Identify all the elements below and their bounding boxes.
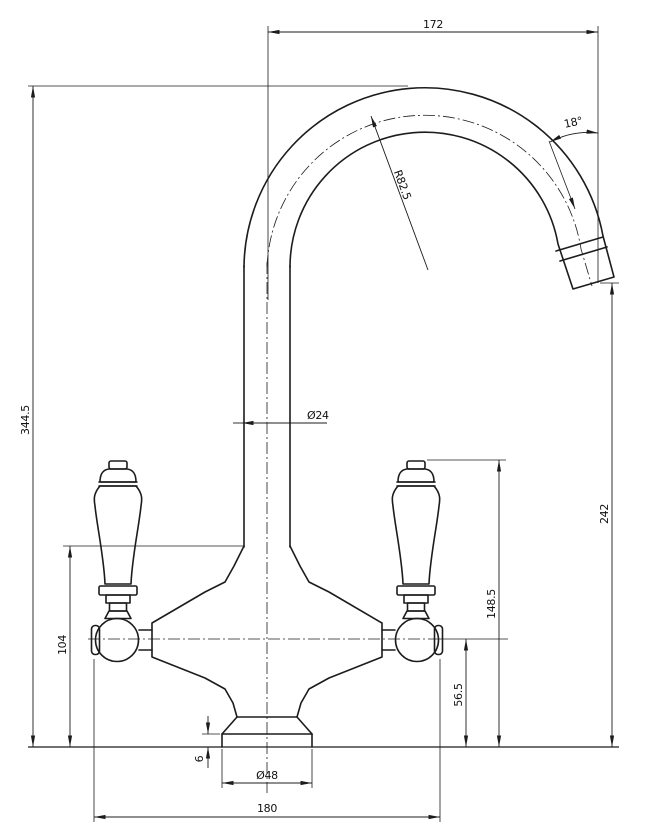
base-outline [221,716,313,748]
dim-bend-radius-label: R82.5 [391,168,414,202]
dim-outlet-height-label: 242 [598,504,611,524]
faucet-outline [28,87,619,748]
spout-gooseneck-outline [243,87,615,290]
handle-stem-flare [104,610,132,620]
dim-handle-top-height-label: 148.5 [485,589,498,619]
valve-end-cap [90,624,101,656]
dim-base-collar-height-label: 6 [193,755,206,762]
dimension-lines [30,29,615,820]
dim-shoulder-height-label: 104 [56,635,69,655]
dim-overall-height-label: 344.5 [19,405,32,435]
extension-lines [28,26,619,822]
angle-construction-line [548,140,576,210]
body-right-profile [289,545,383,718]
handle-top-cap [108,460,128,470]
dim-base-diameter-label: Ø48 [256,769,278,782]
handle-stem-step-2 [108,602,128,612]
left-handle-assembly [90,460,153,663]
dim-tube-diameter-label: Ø24 [307,409,329,422]
dim-valve-center-height-label: 56.5 [452,683,465,707]
base-flare-right [296,716,313,735]
base-flare-left [221,716,238,735]
handle-flange [98,585,138,596]
right-handle-assembly [381,460,444,663]
spout-aerator-joint-line-1 [555,236,604,252]
body-left-profile [151,545,245,718]
angle-dimension-arc [549,129,599,143]
leader-bend-radius [370,115,429,271]
spout-aerator-joint-line-2 [559,246,608,262]
dim-overall-width-label: 180 [257,802,277,815]
dim-spout-reach-label: 172 [423,18,443,31]
centerlines [88,114,593,793]
dimension-labels: 172 18° R82.5 Ø24 344.5 242 104 148.5 56… [19,18,611,815]
spout-arc-centerline [266,114,593,287]
dim-spout-end-angle-label: 18° [563,114,584,131]
handle-lever-body [93,485,143,585]
handle-dome [99,468,137,483]
handle-stem-step-1 [105,594,131,604]
valve-sphere [94,617,140,663]
